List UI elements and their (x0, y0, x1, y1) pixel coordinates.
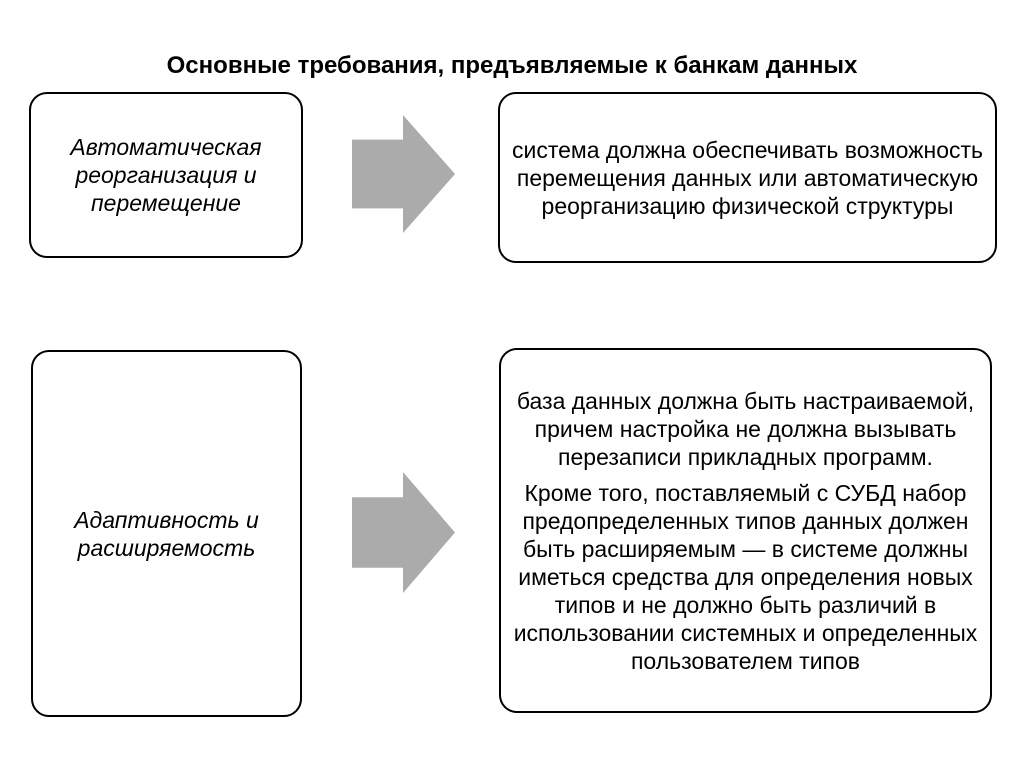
description-box-adaptability: база данных должна быть настраиваемой, п… (499, 348, 992, 713)
description-paragraph: база данных должна быть настраиваемой, п… (516, 387, 975, 470)
right-arrow-shape (352, 115, 455, 233)
requirement-label: Адаптивность и расширяемость (74, 506, 259, 561)
right-arrow-shape (352, 472, 455, 593)
description-paragraph: система должна обеспечивать возможность … (511, 136, 984, 219)
requirement-box-automatic-reorganization: Автоматическая реорганизация и перемещен… (29, 92, 303, 258)
right-arrow-icon (352, 115, 455, 233)
right-arrow-icon (352, 472, 455, 593)
description-paragraph: Кроме того, поставляемый с СУБД набор пр… (513, 479, 978, 674)
requirement-box-adaptability: Адаптивность и расширяемость (31, 350, 302, 717)
description-box-automatic-reorganization: система должна обеспечивать возможность … (498, 92, 997, 263)
requirement-label: Автоматическая реорганизация и перемещен… (70, 134, 262, 216)
slide-title: Основные требования, предъявляемые к бан… (166, 52, 858, 79)
